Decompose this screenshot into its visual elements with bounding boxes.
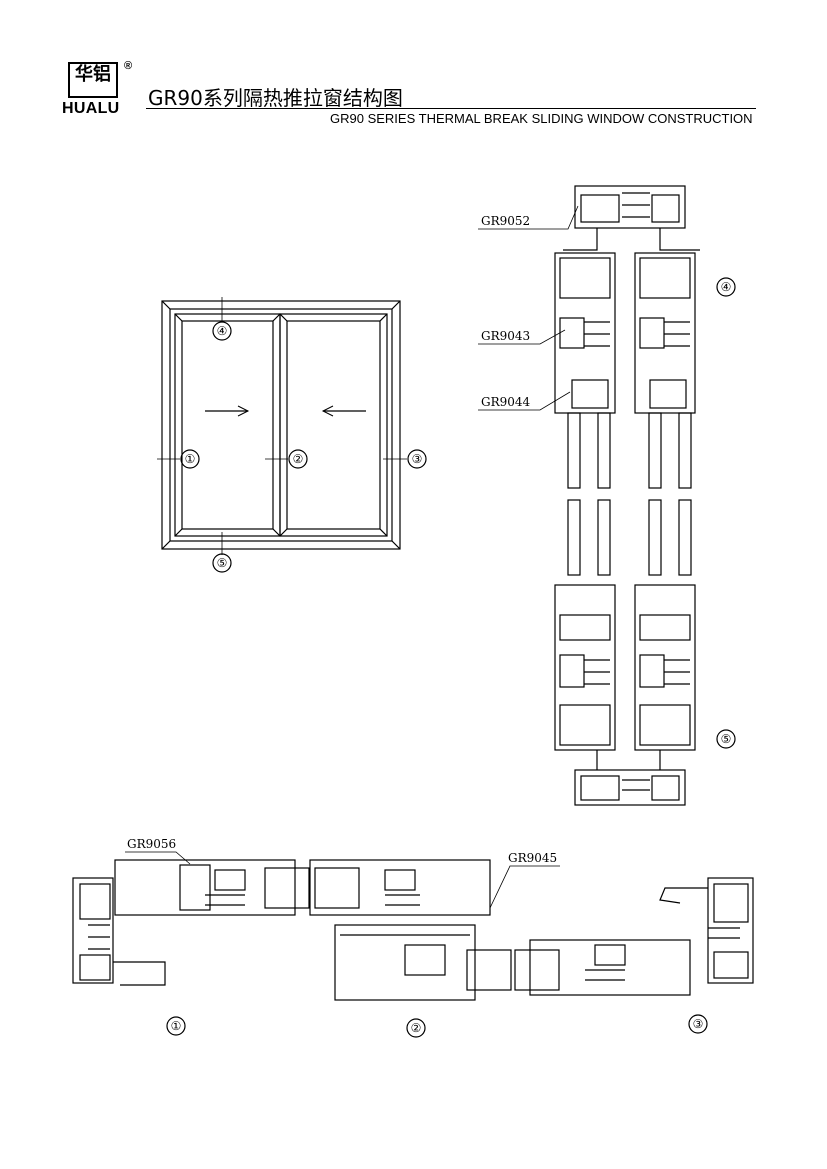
elevation-marker-1: ① bbox=[185, 452, 196, 466]
elevation-marker-3: ③ bbox=[412, 452, 423, 466]
horizontal-section bbox=[72, 851, 754, 1038]
right-sash-bottom-profile bbox=[634, 584, 696, 751]
left-glass-edge bbox=[264, 867, 310, 909]
left-sash bbox=[174, 313, 281, 537]
inner-frame bbox=[169, 308, 393, 542]
window-elevation bbox=[157, 297, 427, 573]
label-gr9045: GR9045 bbox=[508, 851, 557, 865]
hualu-logo: 华铝 bbox=[68, 62, 118, 98]
left-jamb-profile bbox=[72, 877, 114, 984]
label-gr9044: GR9044 bbox=[481, 395, 531, 409]
left-sash-bottom-profile bbox=[554, 584, 616, 751]
vertical-marker-4: ④ bbox=[721, 280, 732, 294]
centre-frame-profile bbox=[334, 924, 476, 1001]
left-sash-profile bbox=[114, 859, 296, 916]
label-gr9056: GR9056 bbox=[127, 837, 176, 851]
left-glass-pane bbox=[567, 412, 581, 489]
right-glass-pane bbox=[648, 412, 662, 489]
elevation-marker-2: ② bbox=[293, 452, 304, 466]
label-gr9043: GR9043 bbox=[481, 329, 530, 343]
page-title-chinese: GR90系列隔热推拉窗结构图 bbox=[148, 86, 403, 110]
right-sash-profile bbox=[529, 939, 691, 996]
outer-frame bbox=[161, 300, 401, 550]
page-title-english: GR90 SERIES THERMAL BREAK SLIDING WINDOW… bbox=[330, 111, 753, 126]
left-sash-top-profile bbox=[554, 252, 616, 414]
registered-mark: ® bbox=[124, 60, 133, 72]
right-sash bbox=[279, 313, 388, 537]
logo-name: HUALU bbox=[62, 100, 120, 117]
horizontal-marker-2: ② bbox=[411, 1021, 422, 1035]
top-frame-profile bbox=[574, 185, 686, 229]
meeting-sash-profile bbox=[309, 859, 491, 916]
horizontal-marker-3: ③ bbox=[693, 1017, 704, 1031]
header-rule bbox=[146, 108, 756, 109]
elevation-marker-4: ④ bbox=[217, 324, 228, 338]
vertical-marker-5: ⑤ bbox=[721, 732, 732, 746]
vertical-section bbox=[478, 185, 736, 806]
horizontal-marker-1: ① bbox=[171, 1019, 182, 1033]
bottom-frame-profile bbox=[574, 769, 686, 806]
right-jamb-profile bbox=[707, 877, 754, 984]
right-sash-top-profile bbox=[634, 252, 696, 414]
logo-chinese: 华铝 bbox=[75, 64, 111, 85]
elevation-marker-5: ⑤ bbox=[217, 556, 228, 570]
label-gr9052: GR9052 bbox=[481, 214, 530, 228]
